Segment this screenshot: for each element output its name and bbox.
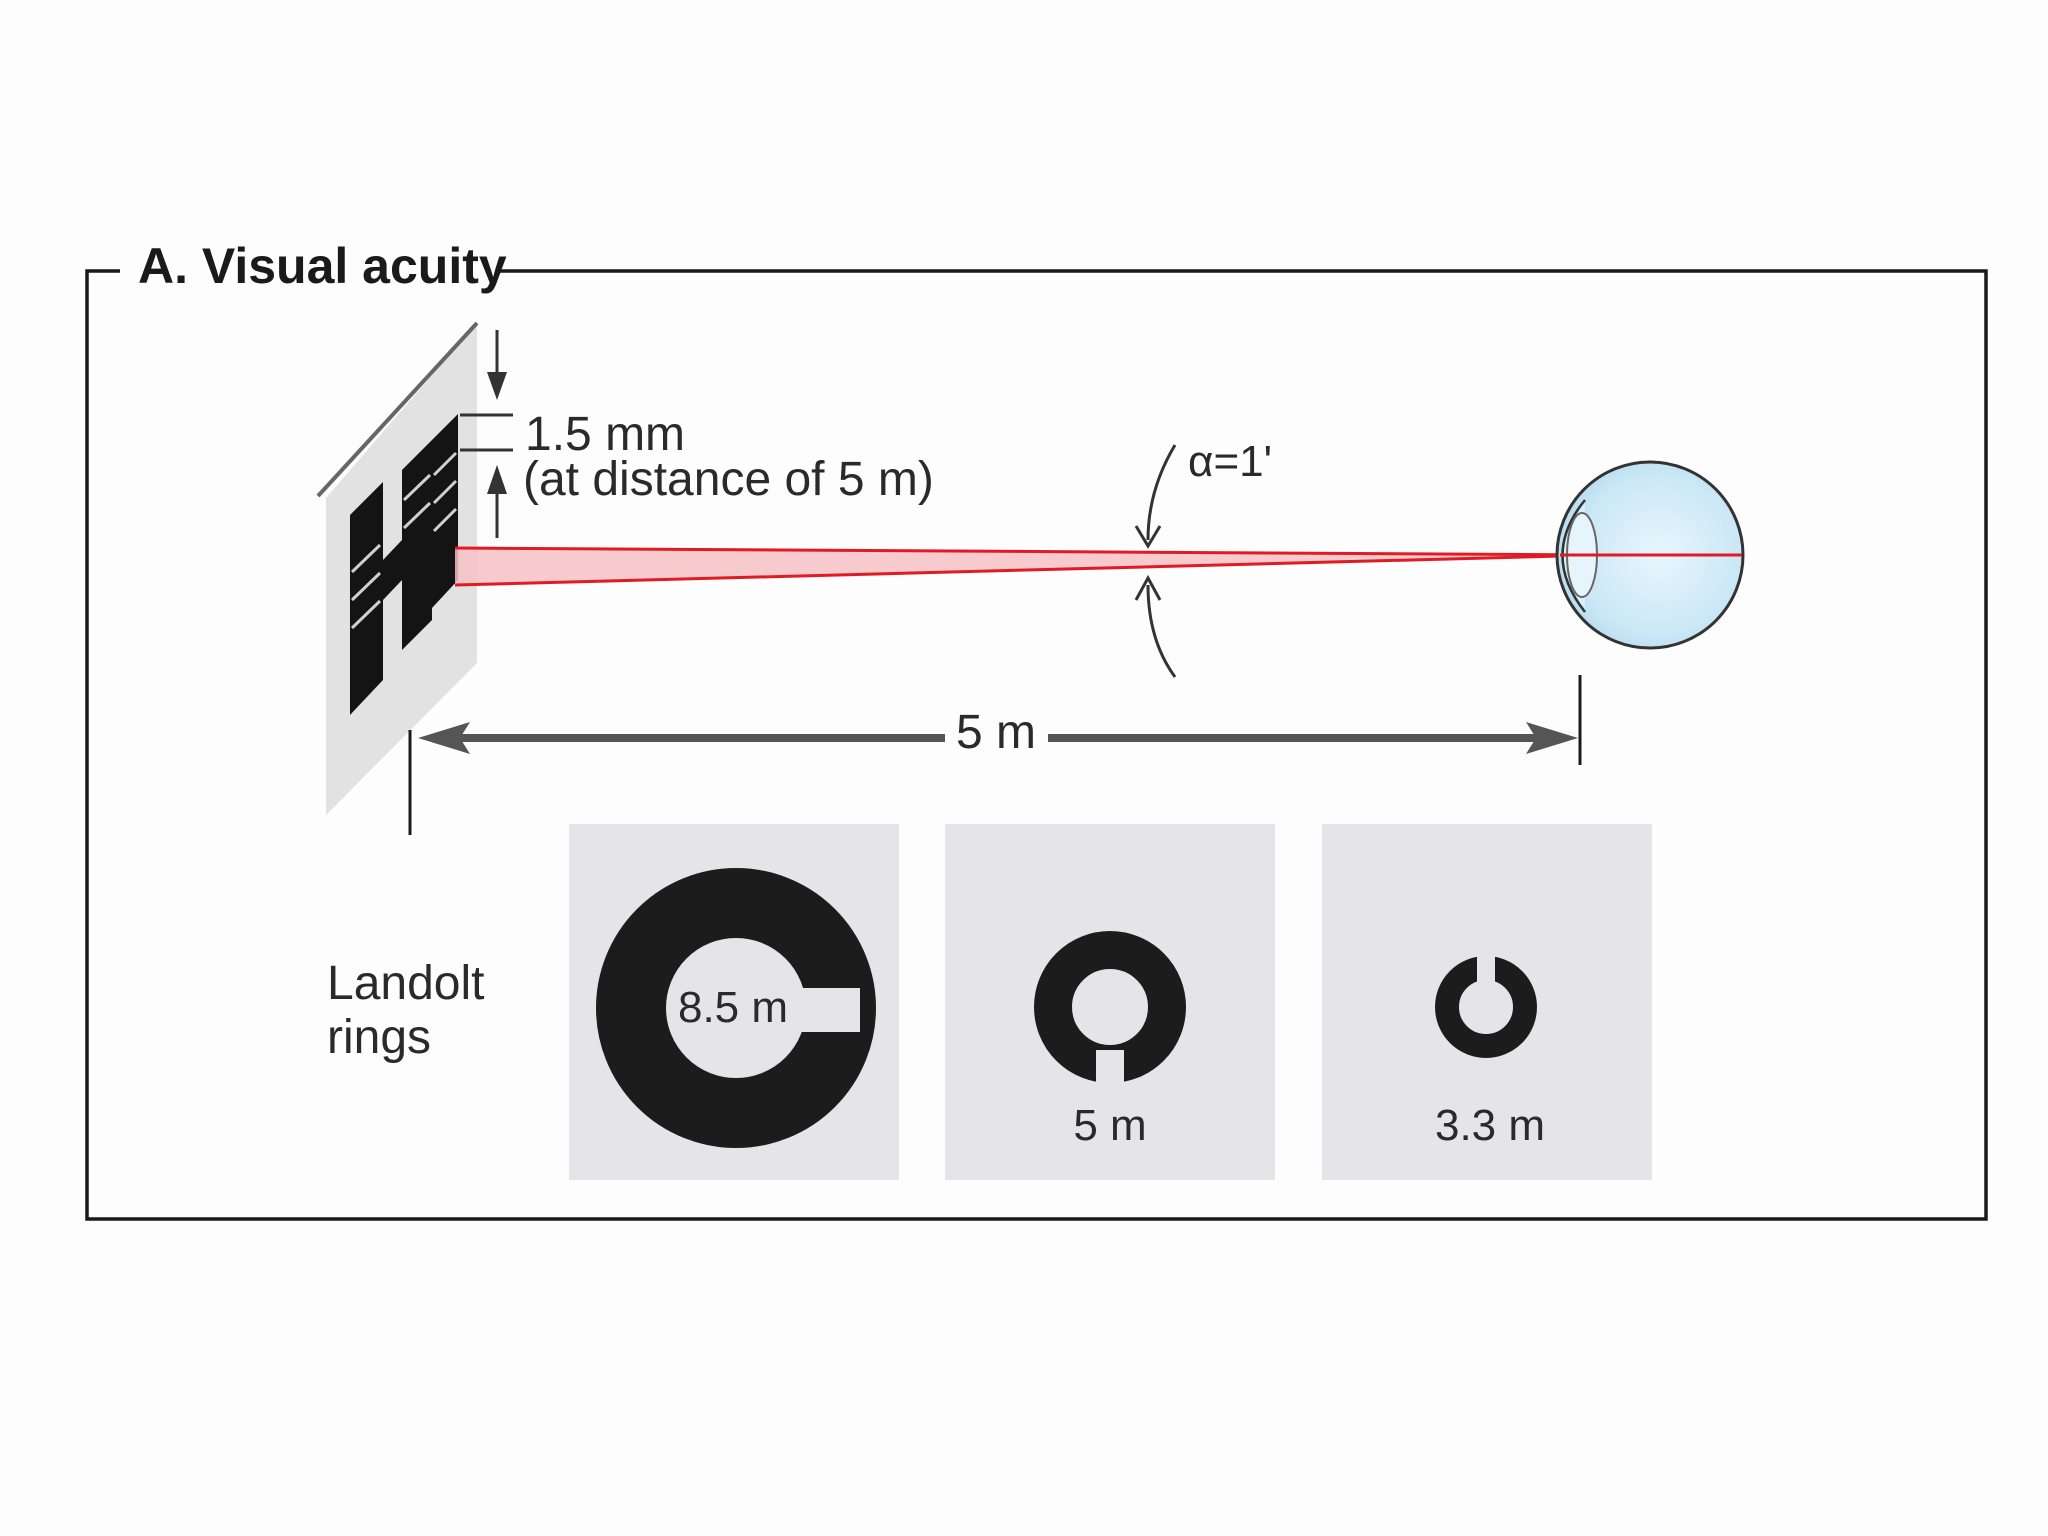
chart-optotype-line — [350, 543, 382, 574]
visual-rays — [454, 546, 1601, 587]
landolt-ring-panel: 5 m — [945, 824, 1275, 1180]
ray-lower — [454, 553, 1601, 587]
eye-icon — [1555, 460, 1745, 650]
panel-frame — [85, 269, 1988, 1221]
chart-optotype — [432, 414, 458, 608]
angle-label: α=1' — [1188, 437, 1272, 486]
distance-dimension — [408, 675, 1582, 835]
chart-optotype-line — [350, 571, 382, 602]
chart-top-edge — [316, 321, 479, 498]
angle-arc-bottom — [1146, 584, 1177, 678]
size-arrow-bottom-head — [487, 465, 507, 494]
angle-arc-top — [1146, 444, 1177, 541]
chart-optotype-line — [402, 501, 432, 530]
size-arrow-top-head — [487, 372, 507, 400]
size-label: 1.5 mm — [525, 408, 685, 461]
angle-marker — [1134, 444, 1177, 678]
landolt-heading-line2: rings — [327, 1011, 431, 1064]
chart-optotype — [402, 440, 432, 650]
chart-optotype-line — [350, 599, 382, 630]
ray-upper — [454, 546, 1601, 557]
landolt-ring-label: 3.3 m — [1435, 1101, 1545, 1150]
chart-optotype-line — [432, 479, 458, 505]
distance-note: (at distance of 5 m) — [523, 453, 934, 506]
landolt-ring-background — [945, 824, 1275, 1180]
distance-arrow-left — [418, 722, 470, 754]
panel-title: A. Visual acuity — [138, 238, 507, 294]
landolt-ring-gap — [1477, 954, 1495, 984]
distance-arrow-right — [1526, 722, 1578, 754]
landolt-ring-gap — [1096, 1050, 1124, 1088]
angle-arrow-top — [1134, 525, 1162, 549]
size-indicator — [460, 330, 513, 538]
landolt-ring-panel: 8.5 m — [569, 824, 899, 1180]
landolt-ring-label: 8.5 m — [678, 983, 788, 1032]
landolt-ring-label: 5 m — [1073, 1101, 1146, 1150]
ray-beam — [455, 548, 1600, 585]
chart-optotype-line — [402, 473, 432, 502]
eye-chart — [316, 321, 479, 815]
landolt-heading-line1: Landolt — [327, 957, 484, 1010]
angle-arrow-bottom — [1134, 574, 1162, 601]
chart-optotype-line — [432, 451, 458, 477]
landolt-ring-panel: 3.3 m — [1322, 824, 1652, 1180]
landolt-ring-background — [1322, 824, 1652, 1180]
chart-optotype — [383, 540, 402, 600]
chart-optotype-line — [432, 507, 458, 533]
distance-label: 5 m — [956, 706, 1036, 759]
chart-optotype — [350, 482, 383, 715]
landolt-ring-gap — [800, 988, 860, 1032]
